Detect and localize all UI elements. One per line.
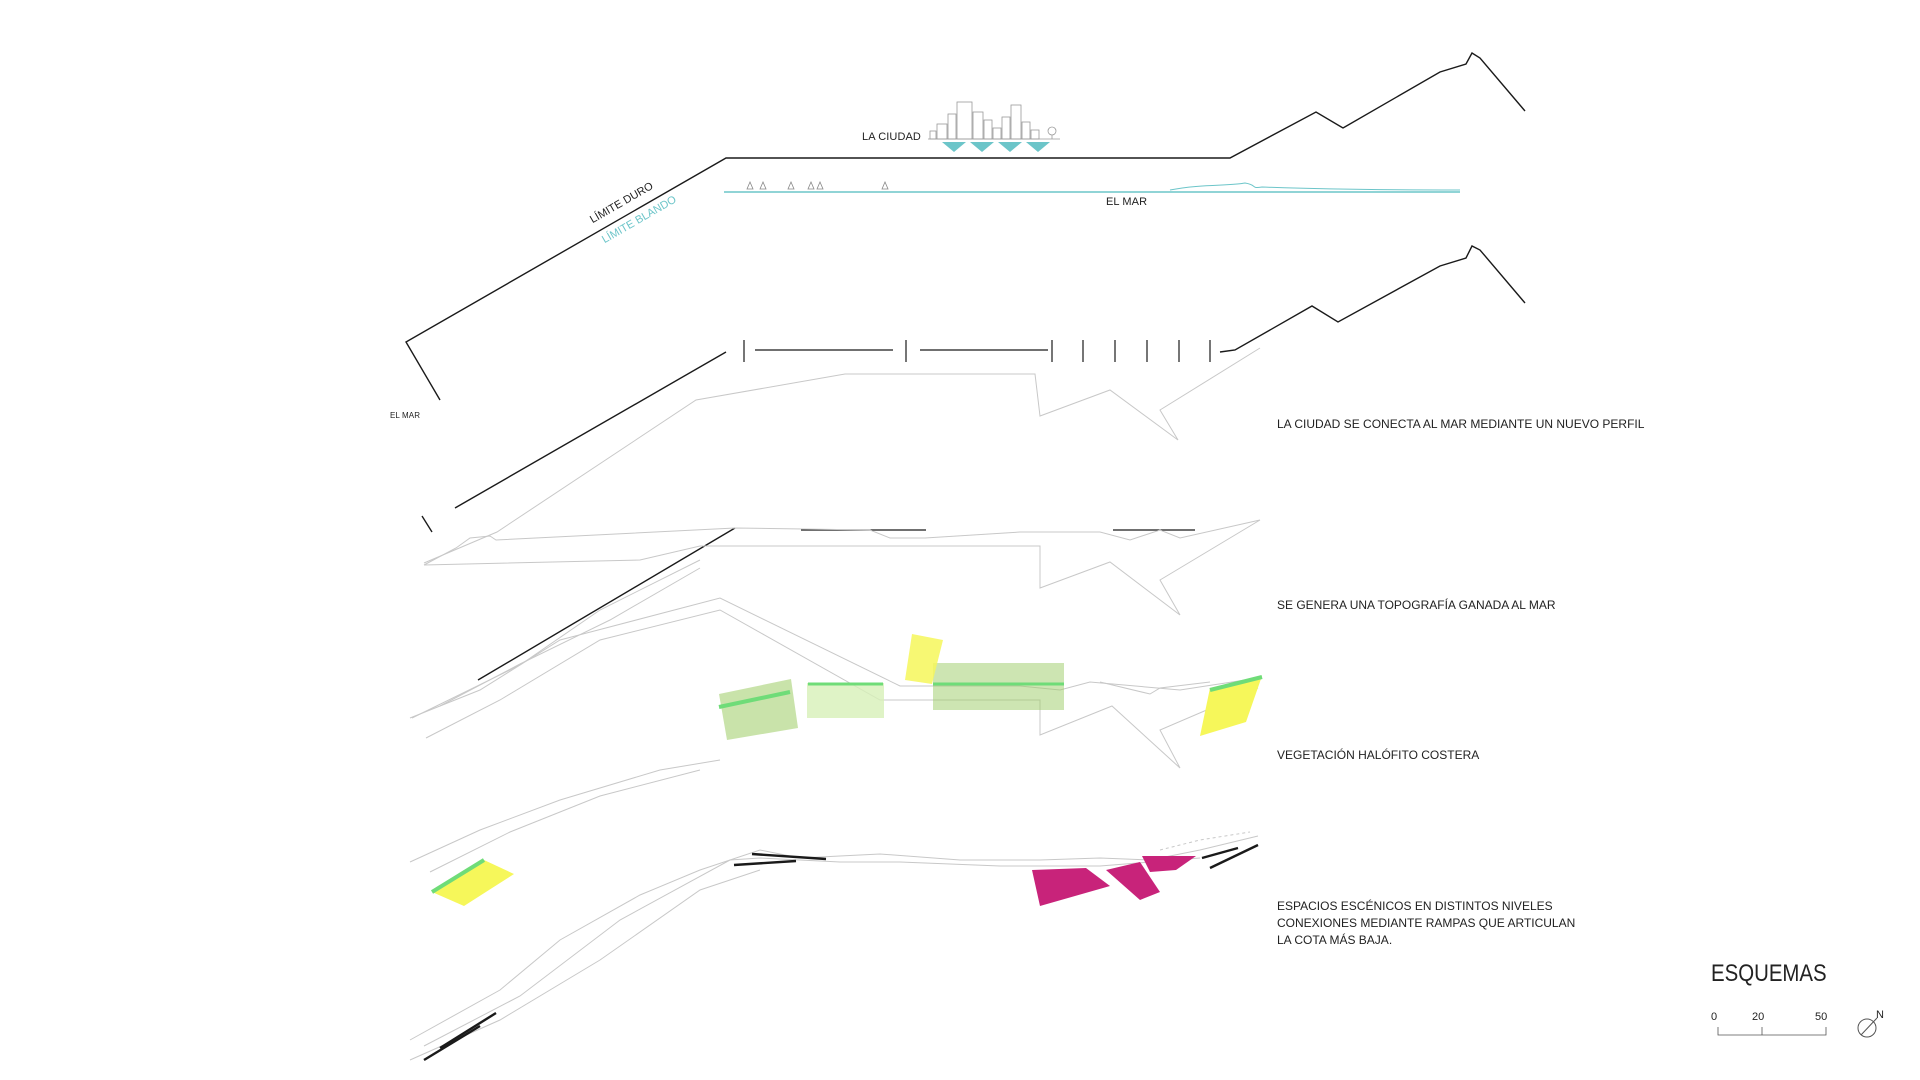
upper-profile-line — [1219, 245, 1526, 353]
vegetation-yellow-2 — [1200, 676, 1262, 736]
topo-outline-3 — [411, 559, 701, 719]
city-skyline-icon — [928, 101, 1060, 140]
scenic-space-3 — [1142, 856, 1196, 872]
note-vegetation: VEGETACIÓN HALÓFITO COSTERA — [1277, 748, 1480, 762]
note-topography: SE GENERA UNA TOPOGRAFÍA GANADA AL MAR — [1277, 598, 1556, 612]
scale-label-0: 0 — [1711, 1011, 1718, 1023]
note-scenic-spaces: ESPACIOS ESCÉNICOS EN DISTINTOS NIVELES … — [1277, 898, 1575, 949]
scenic-hard-edges — [423, 843, 1259, 1062]
north-arrow-icon — [1857, 1017, 1878, 1038]
la-ciudad-label: LA CIUDAD — [862, 131, 921, 143]
new-profile-outline — [423, 347, 1261, 564]
diagram-4-vegetation — [409, 597, 1263, 906]
vegetation-plane-2 — [807, 683, 884, 718]
diagram-2-new-profile — [421, 245, 1526, 564]
north-label: N — [1876, 1009, 1884, 1021]
scenic-space-1 — [1032, 868, 1110, 906]
scenic-space-2 — [1106, 862, 1160, 900]
topo-hard-edge — [477, 527, 736, 681]
vegetation-plane-1 — [719, 679, 798, 740]
legend-title: ESQUEMAS — [1711, 960, 1827, 987]
connection-markers — [942, 142, 1050, 152]
topo-outline-2 — [423, 519, 1261, 616]
note-scenic-line-3: LA COTA MÁS BAJA. — [1277, 933, 1393, 947]
note-new-profile: LA CIUDAD SE CONECTA AL MAR MEDIANTE UN … — [1277, 417, 1645, 431]
diagonal-hard-edge — [454, 351, 727, 509]
boat-icons — [746, 180, 889, 190]
topo-outline-4 — [439, 567, 701, 707]
diagram-5-scenic — [409, 831, 1259, 1062]
vegetation-yellow-3 — [432, 860, 514, 906]
diagram-3-topography — [411, 519, 1261, 719]
el-mar-side-label: EL MAR — [390, 411, 421, 420]
hard-limit-line — [405, 52, 1526, 401]
vegetation-yellow-1 — [905, 634, 943, 684]
vegetation-plane-3 — [933, 663, 1064, 710]
diagram-1-limits — [405, 52, 1526, 401]
note-scenic-line-2: CONEXIONES MEDIANTE RAMPAS QUE ARTICULAN — [1277, 916, 1576, 930]
topo-outline-1 — [423, 519, 1261, 566]
lower-hard-edge — [421, 515, 433, 533]
el-mar-top-label: EL MAR — [1106, 196, 1148, 208]
wave-profile — [1169, 182, 1461, 191]
note-scenic-line-1: ESPACIOS ESCÉNICOS EN DISTINTOS NIVELES — [1277, 899, 1553, 913]
scale-label-50: 50 — [1815, 1011, 1828, 1023]
edge-segments — [743, 340, 1211, 362]
scale-label-20: 20 — [1752, 1011, 1765, 1023]
scale-bar — [1717, 1027, 1827, 1036]
